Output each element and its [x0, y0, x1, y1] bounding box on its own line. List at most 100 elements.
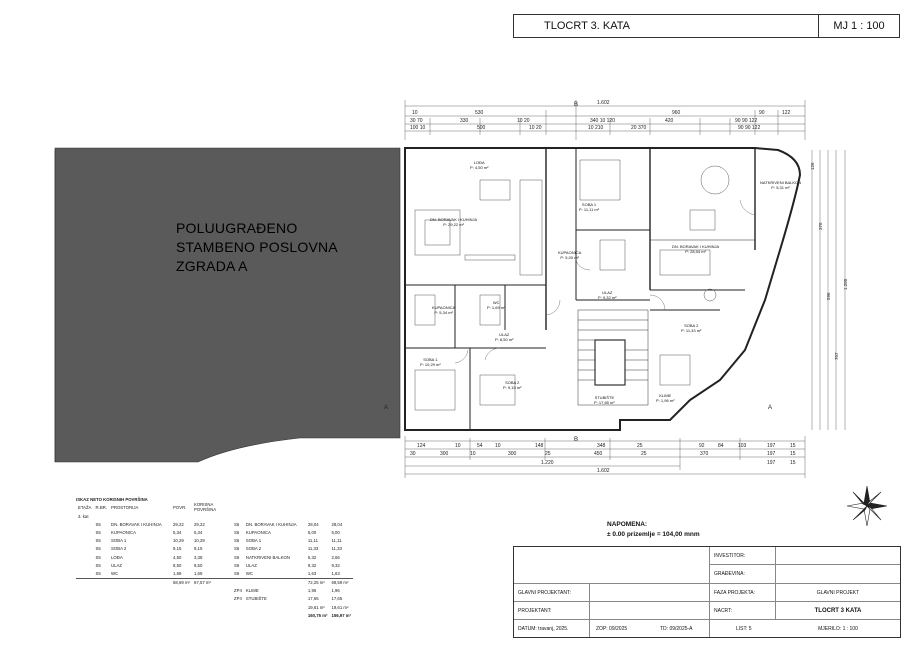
dim-bottom-total: 1.602: [597, 468, 610, 474]
svg-text:90 90 122: 90 90 122: [735, 118, 757, 124]
svg-text:124: 124: [417, 443, 426, 449]
svg-text:10 210: 10 210: [588, 125, 604, 131]
note-title: NAPOMENA:: [607, 521, 648, 528]
svg-text:530: 530: [475, 110, 484, 116]
svg-text:500: 500: [477, 125, 486, 131]
tb-investitor-label: INVESTITOR:: [714, 552, 746, 559]
svg-text:54: 54: [477, 443, 483, 449]
svg-text:103: 103: [738, 443, 747, 449]
svg-text:20 370: 20 370: [631, 125, 647, 131]
svg-text:90: 90: [759, 110, 765, 116]
staircase: [577, 309, 649, 406]
tb-mjerilo: MJERILO: 1 : 100: [818, 625, 858, 632]
right-dimension-lines: [811, 150, 846, 430]
drawing-title: TLOCRT 3. KATA: [514, 15, 819, 37]
tb-glavni-projektant-label: GLAVNI PROJEKTANT:: [518, 589, 571, 596]
svg-text:25: 25: [637, 443, 643, 449]
svg-text:25: 25: [641, 451, 647, 457]
dim-top-total: 1.602: [597, 100, 610, 106]
svg-text:126: 126: [810, 162, 815, 170]
svg-text:15: 15: [790, 451, 796, 457]
svg-text:197: 197: [767, 451, 776, 457]
drawing-scale: MJ 1 : 100: [833, 20, 885, 32]
svg-text:B: B: [574, 437, 578, 443]
svg-text:148: 148: [535, 443, 544, 449]
svg-text:197: 197: [767, 443, 776, 449]
north-arrow-icon: [846, 485, 888, 527]
svg-text:10: 10: [470, 451, 476, 457]
tb-logo-area: [514, 547, 710, 583]
svg-text:348: 348: [597, 443, 606, 449]
svg-text:376: 376: [818, 222, 823, 230]
area-schedule: ISKAZ NETO KORISNIH POVRŠINA ETAŽA R.BR.…: [76, 497, 354, 619]
svg-text:707: 707: [834, 352, 839, 360]
title-block: INVESTITOR: GRAĐEVINA: GLAVNI PROJEKTANT…: [513, 546, 901, 638]
svg-text:10: 10: [455, 443, 461, 449]
svg-text:122: 122: [782, 110, 791, 116]
svg-text:330: 330: [460, 118, 469, 124]
svg-text:A: A: [768, 405, 772, 411]
svg-text:92: 92: [699, 443, 705, 449]
svg-text:25: 25: [545, 451, 551, 457]
schedule-title: ISKAZ NETO KORISNIH POVRŠINA: [76, 497, 148, 502]
door-swings: [454, 199, 756, 364]
tb-zop: ZOP: 09/2025: [596, 625, 628, 632]
svg-text:1.280: 1.280: [843, 278, 848, 290]
svg-text:30: 30: [410, 451, 416, 457]
svg-text:450: 450: [594, 451, 603, 457]
svg-text:960: 960: [672, 110, 681, 116]
svg-text:10: 10: [495, 443, 501, 449]
tb-nacrt-label: NACRT:: [714, 607, 732, 614]
svg-text:30 70: 30 70: [410, 118, 423, 124]
tb-projektant-label: PROJEKTANT:: [518, 607, 552, 614]
svg-text:340 10 120: 340 10 120: [590, 118, 615, 124]
tb-faza-label: FAZA PROJEKTA:: [714, 589, 756, 596]
tb-faza-value: GLAVNI PROJEKT: [816, 589, 860, 596]
svg-text:10 20: 10 20: [517, 118, 530, 124]
svg-text:10: 10: [412, 110, 418, 116]
svg-text:B: B: [574, 102, 578, 108]
svg-text:15: 15: [790, 443, 796, 449]
furniture: [414, 159, 730, 411]
svg-text:300: 300: [440, 451, 449, 457]
svg-text:A: A: [384, 405, 388, 411]
neighbor-building-label: POLUUGRAĐENO STAMBENO POSLOVNA ZGRADA A: [176, 220, 338, 274]
tb-datum: DATUM: travanj, 2025.: [518, 625, 569, 632]
dim-bottom-sub: 1.220: [541, 460, 554, 466]
svg-text:420: 420: [665, 118, 674, 124]
tb-nacrt-value: TLOCRT 3 KATA: [814, 607, 862, 614]
svg-text:300: 300: [508, 451, 517, 457]
svg-text:100 10: 100 10: [410, 125, 426, 131]
svg-text:370: 370: [700, 451, 709, 457]
note-text: ± 0.00 prizemlje = 104,00 mnm: [607, 531, 700, 538]
svg-text:15: 15: [790, 460, 796, 466]
building-walls: [404, 147, 802, 431]
bottom-dimension-lines: [404, 436, 806, 478]
svg-text:197: 197: [767, 460, 776, 466]
